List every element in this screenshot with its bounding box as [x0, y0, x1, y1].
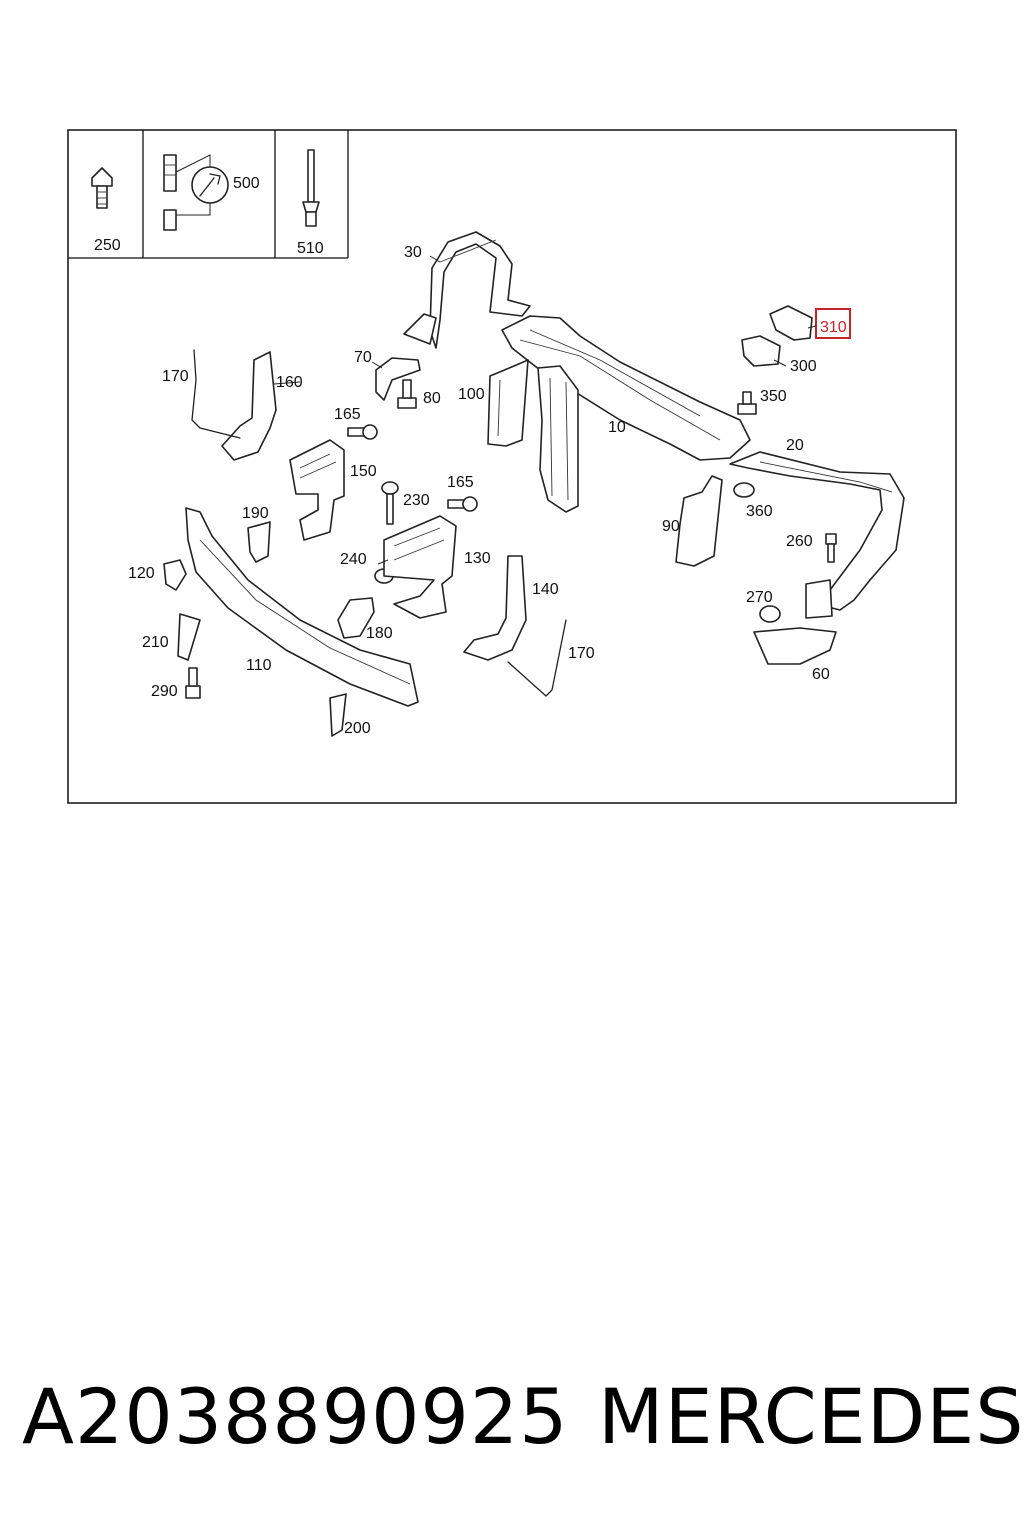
callout-290[interactable]: 290 — [151, 683, 178, 700]
callout-210[interactable]: 210 — [142, 634, 169, 651]
callout-500[interactable]: 500 — [233, 175, 260, 192]
leader-lines — [273, 255, 817, 565]
callout-20[interactable]: 20 — [786, 437, 804, 454]
callout-300[interactable]: 300 — [790, 358, 817, 375]
callout-250[interactable]: 250 — [94, 237, 121, 254]
callout-230[interactable]: 230 — [403, 492, 430, 509]
part-number: A2038890925 — [22, 1372, 569, 1461]
hardware-legend — [68, 130, 349, 259]
part-100-bracket — [487, 359, 529, 447]
callout-170-left[interactable]: 170 — [162, 368, 189, 385]
callout-510[interactable]: 510 — [297, 240, 324, 257]
callout-310[interactable]: 310 — [820, 319, 847, 336]
make-name: MERCEDES — [598, 1372, 1024, 1461]
callout-labels: 250 500 510 30 70 80 100 10 300 350 20 3… — [94, 175, 851, 737]
long-bolt-510-icon — [302, 149, 320, 227]
part-150-bracket — [289, 439, 345, 541]
callout-70[interactable]: 70 — [354, 349, 372, 366]
small-brackets — [177, 357, 421, 737]
callout-310-highlight-box — [815, 308, 851, 339]
callout-200[interactable]: 200 — [344, 720, 371, 737]
part-170-seal-right — [507, 619, 567, 697]
callout-360[interactable]: 360 — [746, 503, 773, 520]
callout-60[interactable]: 60 — [812, 666, 830, 683]
callout-165-right[interactable]: 165 — [447, 474, 474, 491]
part-60-bracket — [753, 627, 837, 665]
callout-260[interactable]: 260 — [786, 533, 813, 550]
part-160-bracket — [221, 351, 277, 461]
callout-240[interactable]: 240 — [340, 551, 367, 568]
callout-140[interactable]: 140 — [532, 581, 559, 598]
part-170-seal-left — [191, 349, 241, 439]
part-140-bracket — [463, 555, 527, 661]
callout-110[interactable]: 110 — [246, 657, 272, 674]
part-110-beam — [185, 507, 419, 707]
callout-10[interactable]: 10 — [608, 419, 626, 436]
callout-270[interactable]: 270 — [746, 589, 773, 606]
callout-150[interactable]: 150 — [350, 463, 377, 480]
part-310-bracket — [769, 305, 813, 341]
part-90-bracket — [675, 475, 723, 567]
footer: A2038890925 MERCEDES — [0, 1372, 1024, 1472]
callout-90[interactable]: 90 — [662, 518, 680, 535]
diagram-frame — [67, 129, 957, 804]
stud-set-500-icon — [163, 154, 229, 231]
bolt-250-icon — [91, 167, 113, 209]
callout-350[interactable]: 350 — [760, 388, 787, 405]
part-300-bracket — [741, 335, 781, 367]
callout-30[interactable]: 30 — [404, 244, 422, 261]
callout-130[interactable]: 130 — [464, 550, 491, 567]
callout-80[interactable]: 80 — [423, 390, 441, 407]
part-30-strut — [403, 231, 531, 349]
callout-170-right[interactable]: 170 — [568, 645, 595, 662]
callout-120[interactable]: 120 — [128, 565, 155, 582]
part-130-bracket — [383, 515, 457, 619]
callout-190[interactable]: 190 — [242, 505, 269, 522]
part-10-crossmember — [501, 315, 751, 513]
callout-100[interactable]: 100 — [458, 386, 485, 403]
callout-165-left[interactable]: 165 — [334, 406, 361, 423]
callout-180[interactable]: 180 — [366, 625, 393, 642]
part-20-rail — [729, 451, 905, 619]
